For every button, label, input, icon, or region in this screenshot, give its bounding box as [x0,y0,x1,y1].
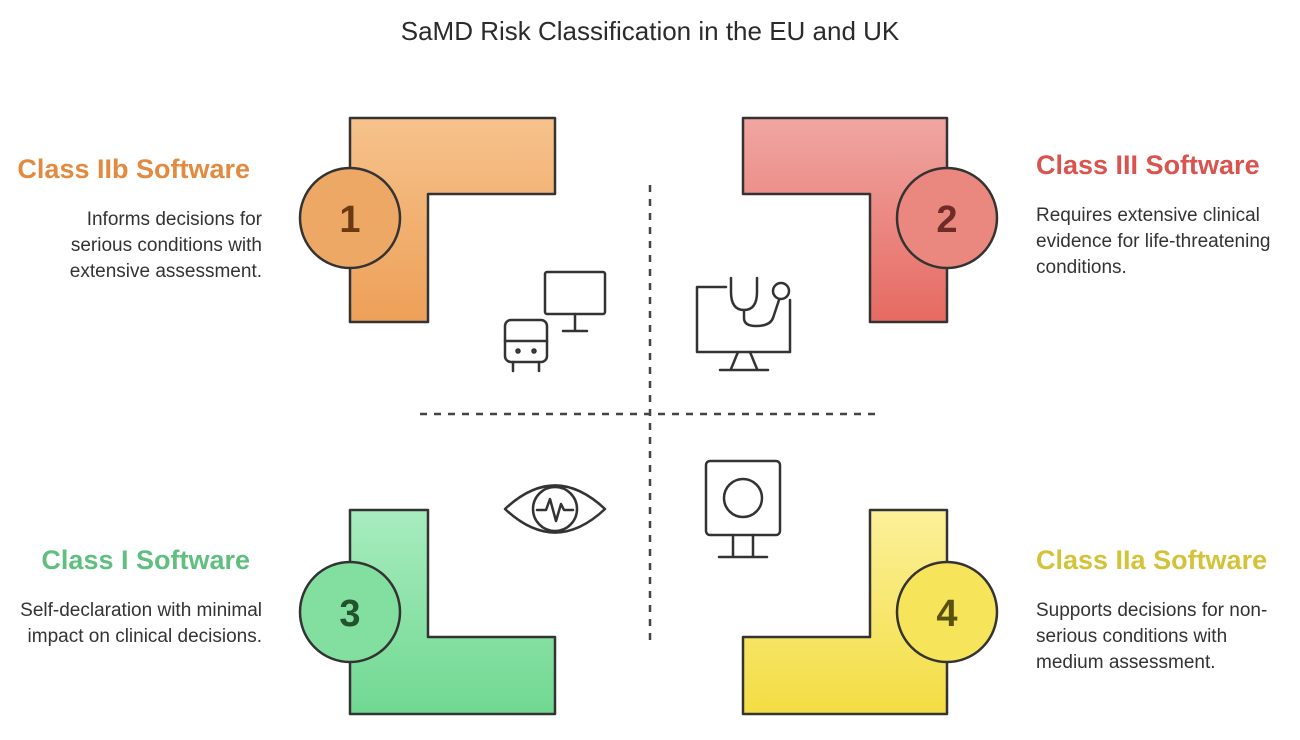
quadrant-3-number: 3 [339,593,360,635]
medical-scanner-icon [704,459,782,559]
stethoscope-monitor-icon [695,276,792,372]
quadrant-4-number: 4 [936,593,957,635]
quadrant-2-number: 2 [936,199,957,241]
quadrant-2-description: Requires extensive clinical evidence for… [1036,205,1271,278]
quadrant-3-description: Self-declaration with minimal impact on … [20,600,262,647]
quadrant-2-badge [895,166,999,270]
computer-server-icon [503,270,607,373]
quadrant-1-heading: Class IIb Software [17,154,250,184]
quadrant-4-description: Supports decisions for non-serious condi… [1036,600,1268,673]
quadrant-1-shape [348,116,557,324]
diagram-title: SaMD Risk Classification in the EU and U… [400,16,900,46]
quadrant-3-badge [298,560,402,664]
quadrant-1-badge [298,166,402,270]
quadrant-2-heading: Class III Software [1036,150,1260,180]
eye-pulse-icon [503,484,607,534]
quadrant-4-shape [741,508,949,716]
quadrant-4-badge [895,560,999,664]
quadrant-2-shape [741,116,949,324]
quadrant-3-shape [348,508,557,716]
quadrant-1-number: 1 [339,199,360,241]
quadrant-1-description: Informs decisions for serious conditions… [69,209,262,282]
quadrant-4-heading: Class IIa Software [1036,545,1268,575]
quadrant-3-heading: Class I Software [41,545,250,575]
